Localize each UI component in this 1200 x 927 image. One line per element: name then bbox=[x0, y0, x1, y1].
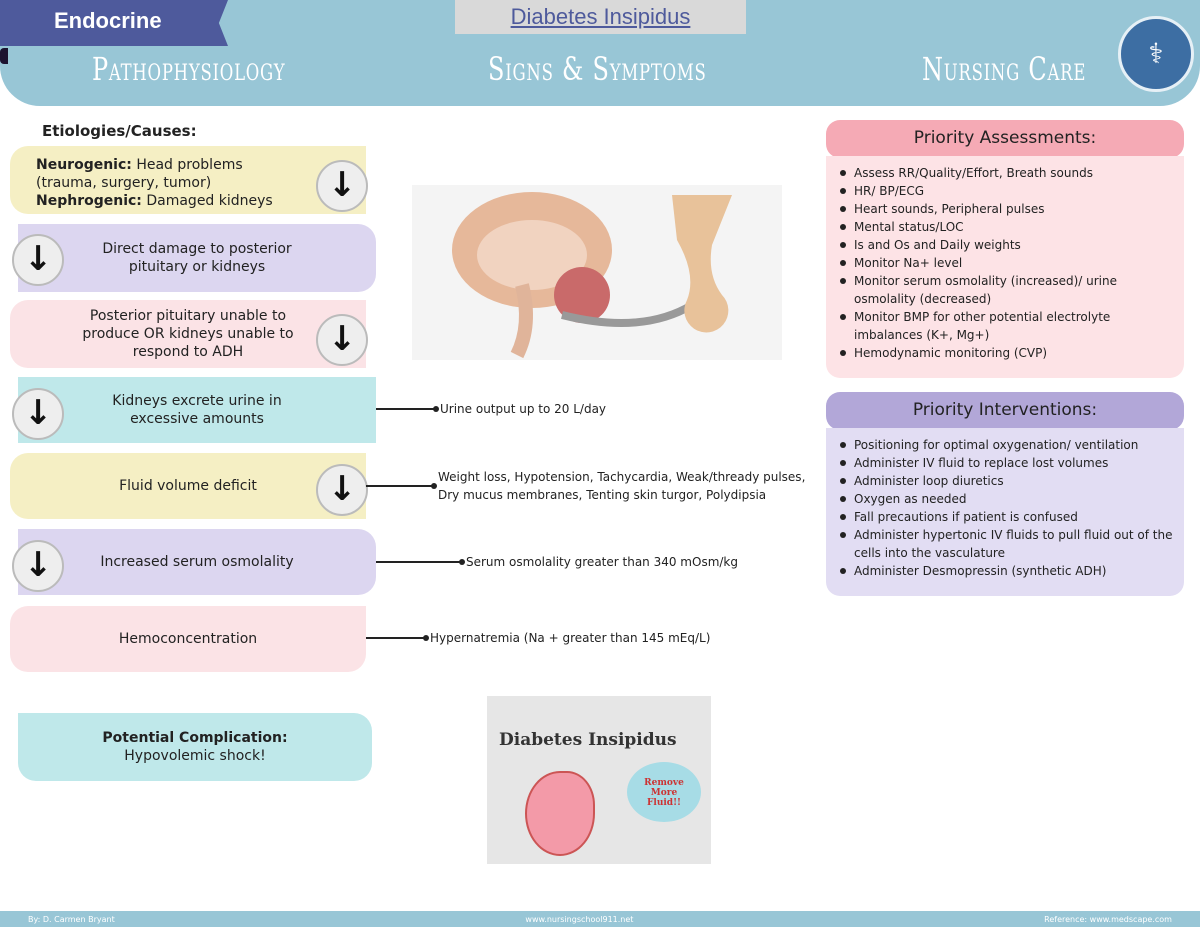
down-arrow-icon: ↓ bbox=[12, 234, 64, 286]
nephrogenic-label: Nephrogenic: bbox=[36, 193, 142, 209]
footer-reference: Reference: www.medscape.com bbox=[1044, 914, 1172, 924]
down-arrow-icon: ↓ bbox=[12, 388, 64, 440]
footer-author: By: D. Carmen Bryant bbox=[28, 914, 115, 924]
down-arrow-icon: ↓ bbox=[12, 540, 64, 592]
category-tag: Endocrine bbox=[0, 0, 228, 46]
list-item: Positioning for optimal oxygenation/ ven… bbox=[836, 436, 1174, 454]
page-title: Diabetes Insipidus bbox=[455, 0, 746, 34]
list-item: Administer IV fluid to replace lost volu… bbox=[836, 454, 1174, 472]
kidney-icon bbox=[525, 771, 595, 856]
section-heading-pathophysiology: Pathophysiology bbox=[92, 50, 286, 88]
list-item: Monitor Na+ level bbox=[836, 254, 1174, 272]
neurogenic-label: Neurogenic: bbox=[36, 157, 132, 173]
list-item: Administer loop diuretics bbox=[836, 472, 1174, 490]
sign-note: Urine output up to 20 L/day bbox=[376, 402, 606, 416]
list-item: HR/ BP/ECG bbox=[836, 182, 1174, 200]
step-card: Hemoconcentration bbox=[10, 606, 366, 672]
complication-label: Potential Complication: bbox=[102, 730, 288, 746]
step-card: Kidneys excrete urine in excessive amoun… bbox=[18, 377, 376, 443]
section-heading-nursing: Nursing Care bbox=[922, 50, 1087, 88]
decoration bbox=[0, 48, 8, 64]
complication-card: Potential Complication: Hypovolemic shoc… bbox=[18, 713, 372, 781]
cartoon-title: Diabetes Insipidus bbox=[499, 730, 677, 750]
causes-card: Neurogenic: Head problems (trauma, surge… bbox=[10, 146, 366, 214]
list-item: Monitor BMP for other potential electrol… bbox=[836, 308, 1174, 344]
sign-note: Hypernatremia (Na + greater than 145 mEq… bbox=[366, 631, 710, 645]
sign-text: Serum osmolality greater than 340 mOsm/k… bbox=[466, 555, 738, 569]
cartoon-image: Diabetes Insipidus Remove More Fluid!! bbox=[487, 696, 711, 864]
etiologies-label: Etiologies/Causes: bbox=[42, 122, 197, 140]
list-item: Administer hypertonic IV fluids to pull … bbox=[836, 526, 1174, 562]
interventions-panel: Positioning for optimal oxygenation/ ven… bbox=[826, 428, 1184, 596]
list-item: Administer Desmopressin (synthetic ADH) bbox=[836, 562, 1174, 580]
list-item: Hemodynamic monitoring (CVP) bbox=[836, 344, 1174, 362]
sign-text: Hypernatremia (Na + greater than 145 mEq… bbox=[430, 631, 711, 645]
sign-text: Urine output up to 20 L/day bbox=[440, 402, 607, 416]
list-item: Heart sounds, Peripheral pulses bbox=[836, 200, 1174, 218]
speech-bubble: Remove More Fluid!! bbox=[627, 762, 701, 822]
list-item: Monitor serum osmolality (increased)/ ur… bbox=[836, 272, 1174, 308]
complication-text: Hypovolemic shock! bbox=[124, 748, 266, 764]
footer-site-link[interactable]: www.nursingschool911.net bbox=[525, 914, 634, 924]
stethoscope-logo-icon: ⚕ bbox=[1118, 16, 1194, 92]
brain-pituitary-diagram bbox=[412, 185, 782, 360]
nephrogenic-text: Damaged kidneys bbox=[141, 193, 273, 209]
step-card: Increased serum osmolality bbox=[18, 529, 376, 595]
footer: By: D. Carmen Bryant www.nursingschool91… bbox=[0, 911, 1200, 927]
section-heading-signs: Signs & Symptoms bbox=[488, 50, 707, 88]
step-card: Fluid volume deficit bbox=[10, 453, 366, 519]
assessments-header: Priority Assessments: bbox=[826, 120, 1184, 158]
step-card: Posterior pituitary unable to produce OR… bbox=[10, 300, 366, 368]
down-arrow-icon: ↓ bbox=[316, 160, 368, 212]
interventions-header: Priority Interventions: bbox=[826, 392, 1184, 430]
list-item: Is and Os and Daily weights bbox=[836, 236, 1174, 254]
list-item: Mental status/LOC bbox=[836, 218, 1174, 236]
neurogenic-text: Head problems (trauma, surgery, tumor) bbox=[36, 157, 243, 191]
list-item: Oxygen as needed bbox=[836, 490, 1174, 508]
sign-note: Weight loss, Hypotension, Tachycardia, W… bbox=[366, 468, 816, 504]
down-arrow-icon: ↓ bbox=[316, 314, 368, 366]
sign-note: Serum osmolality greater than 340 mOsm/k… bbox=[376, 555, 738, 569]
sign-text: Weight loss, Hypotension, Tachycardia, W… bbox=[438, 470, 806, 502]
step-card: Direct damage to posterior pituitary or … bbox=[18, 224, 376, 292]
list-item: Assess RR/Quality/Effort, Breath sounds bbox=[836, 164, 1174, 182]
down-arrow-icon: ↓ bbox=[316, 464, 368, 516]
list-item: Fall precautions if patient is confused bbox=[836, 508, 1174, 526]
